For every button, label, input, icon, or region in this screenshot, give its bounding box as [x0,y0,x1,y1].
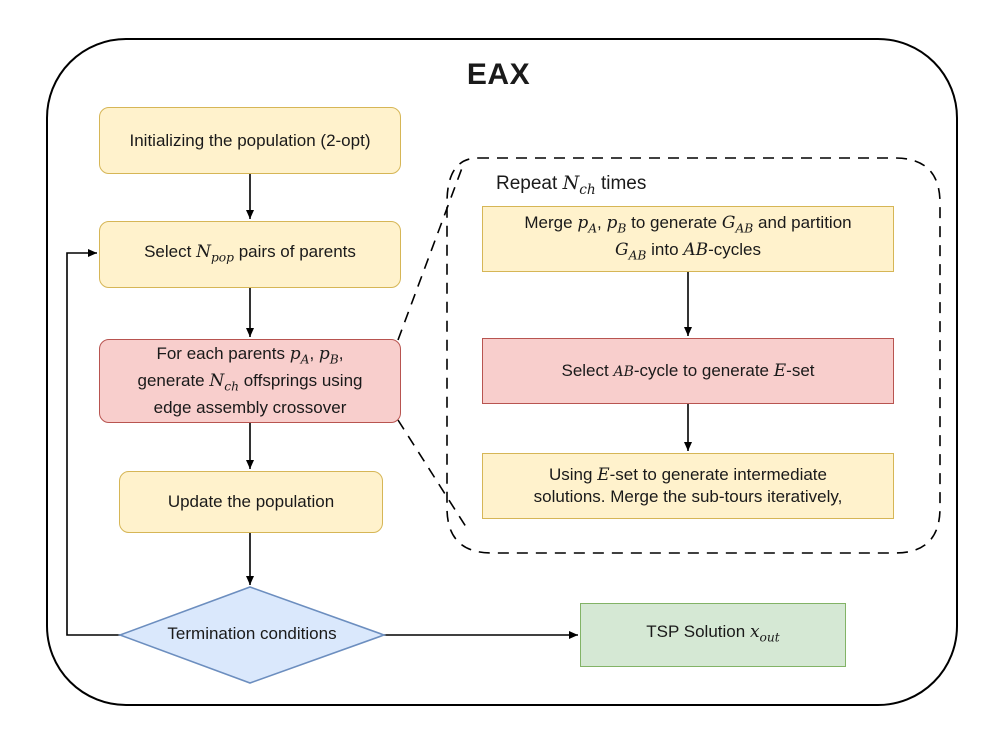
intermediate-solutions-box: Using E-set to generate intermediate sol… [482,453,894,519]
termination-label: Termination conditions [167,624,337,643]
arrow-loop-back [66,249,120,636]
update-population-label: Update the population [167,492,335,511]
init-population-label: Initializing the population (2-opt) [129,130,371,150]
expand-line-top [397,167,463,341]
repeat-label: Repeat Nch times [496,172,647,198]
merge-partition-box: Merge pA, pB to generate GAB and partiti… [482,206,894,272]
select-cycle-box: Select AB-cycle to generate E-set [482,338,894,404]
diagram-title: EAX [466,58,531,91]
select-parents-box: Select Npop pairs of parents [99,221,401,288]
select-cycle-label: Select AB-cycle to generate E-set [561,360,815,381]
eax-container [46,38,958,706]
init-population-box: Initializing the population (2-opt) [99,107,401,174]
tsp-solution-label: TSP Solution xout [646,622,780,645]
update-population-box: Update the population [119,471,383,533]
crossover-box: For each parents pA, pB, generate Nch of… [99,339,401,423]
crossover-label: For each parents pA, pB, generate Nch of… [137,343,363,418]
select-parents-label: Select Npop pairs of parents [144,241,356,265]
expand-line-bottom [397,419,469,531]
merge-partition-label: Merge pA, pB to generate GAB and partiti… [524,212,852,263]
intermediate-solutions-label: Using E-set to generate intermediate sol… [533,465,843,506]
tsp-solution-box: TSP Solution xout [580,603,846,667]
termination-diamond [117,586,387,684]
loop-container [446,157,941,554]
